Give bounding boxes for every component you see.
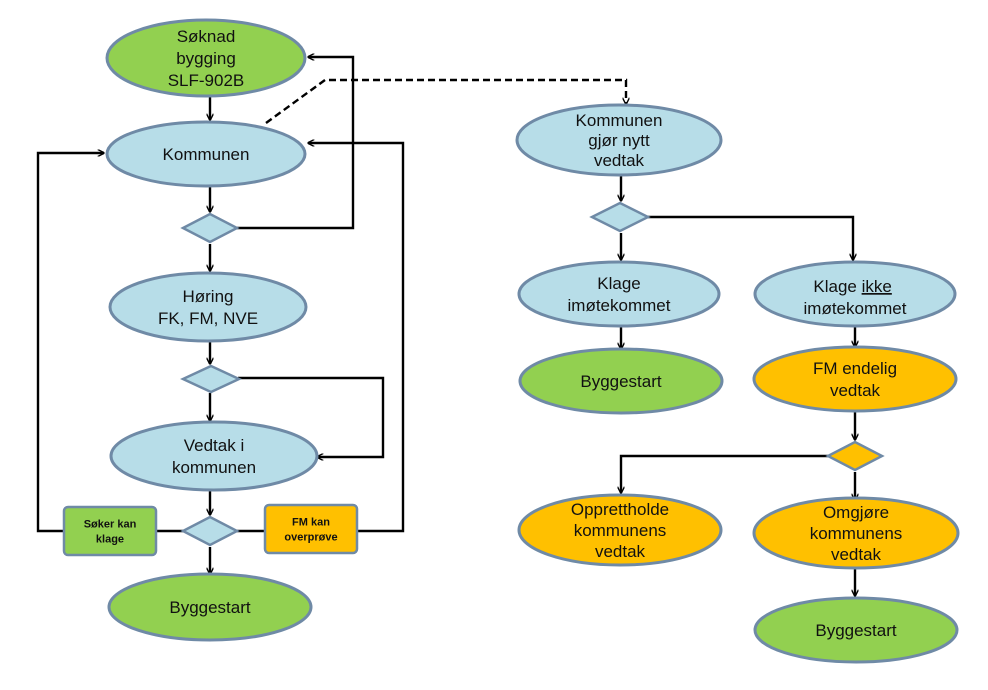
klage-ikke-label: Klage ikke imøtekommet [804,277,907,318]
text-line: Klage [597,274,640,293]
text-line: imøtekommet [568,296,671,315]
node-kommunen: Kommunen [105,120,307,188]
dashed-link-to-nytt-vedtak [265,78,626,124]
kommunen-label: Kommunen [163,145,250,164]
text-line: vedtak [830,381,881,400]
decision-diamond-right-2 [825,440,885,472]
text-line: kommunens [574,521,667,540]
decision-diamond-right-1 [589,201,651,233]
text-line: vedtak [831,545,882,564]
text-line: Omgjøre [823,503,889,522]
fm-endelig-label: FM endelig vedtak [813,359,897,400]
box-fm-kan-overprove: FM kan overprøve [263,503,359,555]
node-byggestart-right-1: Byggestart [518,347,724,415]
node-opprettholde: Opprettholde kommunens vedtak [517,493,723,567]
byggestart-right-1-label: Byggestart [580,372,662,391]
text-line: bygging [176,49,236,68]
text-line: kommunens [810,524,903,543]
text-line: Opprettholde [571,500,669,519]
text-line: Søker kan [84,519,137,531]
text-line: Søknad [177,27,236,46]
node-klage-ikke-imotekommet: Klage ikke imøtekommet [753,260,957,328]
text-line: Byggestart [815,621,897,640]
box-soker-kan-klage: Søker kan klage [62,505,158,557]
text-line: Byggestart [580,372,662,391]
text-line: gjør nytt [588,131,650,150]
klage-imotekommet-label: Klage imøtekommet [568,274,671,315]
text-line: Vedtak i [184,436,245,455]
vedtak-label: Vedtak i kommunen [172,436,256,477]
node-vedtak: Vedtak i kommunen [109,420,319,492]
text-line: Byggestart [169,598,251,617]
text-line: Kommunen [576,111,663,130]
arrow-decision2-to-vedtak [238,376,385,457]
opprettholde-label: Opprettholde kommunens vedtak [571,500,669,561]
omgjore-label: Omgjøre kommunens vedtak [810,503,903,564]
text-line: vedtak [594,151,645,170]
text-line: klage [96,534,124,546]
decision-diamond-1 [180,212,240,244]
node-fm-endelig-vedtak: FM endelig vedtak [752,345,958,413]
decision-diamond-3 [180,515,240,547]
arrow-decision-to-opprettholde [621,454,828,493]
node-byggestart-right-2: Byggestart [753,596,959,664]
text-line: FK, FM, NVE [158,309,258,328]
text-line: kommunen [172,458,256,477]
decision-diamond-2 [180,364,242,394]
node-byggestart-left: Byggestart [107,572,313,642]
text-line: overprøve [284,532,337,544]
node-klage-imotekommet: Klage imøtekommet [517,260,721,328]
text-line: Høring [182,287,233,306]
node-omgjore: Omgjøre kommunens vedtak [752,496,960,570]
text-line: FM kan [292,517,330,529]
text-line: vedtak [595,542,646,561]
text-line: SLF-902B [168,71,245,90]
fm-kan-overprove-label: FM kan overprøve [284,517,337,544]
byggestart-left-label: Byggestart [169,598,251,617]
text-line: FM endelig [813,359,897,378]
byggestart-right-2-label: Byggestart [815,621,897,640]
arrow-decision-to-klage-ikke [647,215,853,260]
text-line: Kommunen [163,145,250,164]
soker-kan-klage-label: Søker kan klage [84,519,137,546]
